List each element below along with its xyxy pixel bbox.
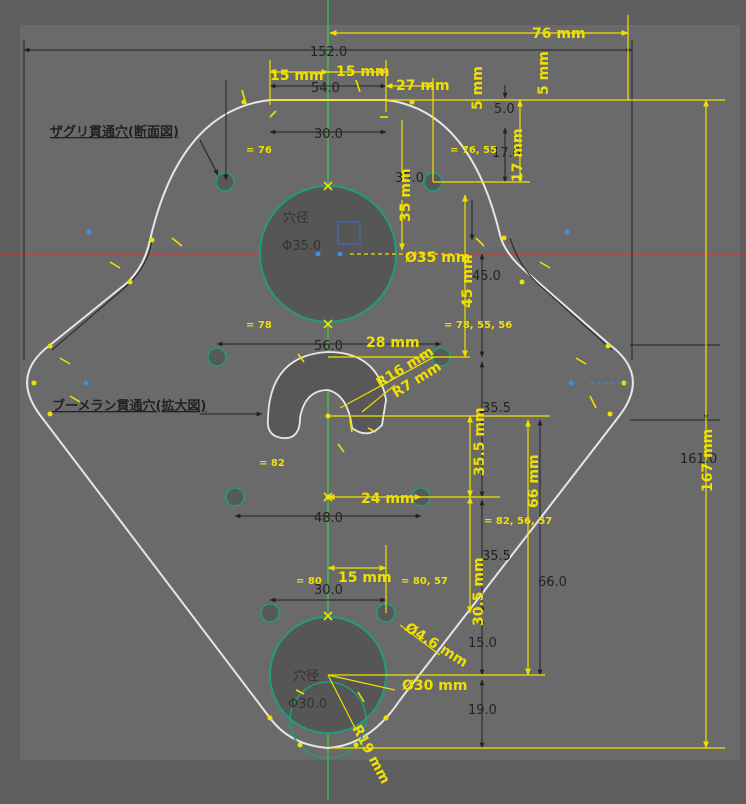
dim-66mm[interactable]: 66 mm — [526, 454, 542, 508]
ref-dim-30-top[interactable]: 30.0 — [314, 127, 343, 142]
ref-dim-48[interactable]: 48.0 — [314, 511, 343, 526]
reference-dimensions[interactable]: 152.0 54.0 30.0 5.0 17.6 35.0 45.0 穴径 Φ3… — [282, 45, 717, 718]
tag-82-56-57[interactable]: = 82, 56, 57 — [484, 516, 552, 527]
ref-dim-54[interactable]: 54.0 — [311, 81, 340, 96]
ref-dim-30-low[interactable]: 30.0 — [314, 583, 343, 598]
note-counterbore[interactable]: ザグリ貫通穴(断面図) — [50, 124, 179, 140]
dim-24mm[interactable]: 24 mm — [361, 491, 415, 507]
ref-dim-hole30[interactable]: Φ30.0 — [288, 697, 327, 712]
driving-dimension-lines — [269, 15, 725, 749]
tag-76[interactable]: = 76 — [246, 145, 272, 156]
ref-dim-15[interactable]: 15.0 — [468, 636, 497, 651]
ref-dim-hole35[interactable]: Φ35.0 — [282, 239, 321, 254]
tag-82[interactable]: = 82 — [259, 458, 285, 469]
blue-points[interactable] — [83, 229, 574, 386]
small-hole[interactable] — [260, 603, 280, 623]
constraint-tags[interactable]: = 76 = 76, 55 = 78 = 78, 55, 56 = 82 = 8… — [246, 145, 552, 587]
ref-dim-17-6[interactable]: 17.6 — [492, 146, 521, 161]
ref-dim-56[interactable]: 56.0 — [314, 339, 343, 354]
dim-45mm[interactable]: 45 mm — [460, 254, 476, 308]
tag-78[interactable]: = 78 — [246, 320, 272, 331]
ref-dim-19[interactable]: 19.0 — [468, 703, 497, 718]
constraint-glyphs — [59, 79, 597, 703]
center-marks — [323, 181, 333, 621]
hole-35[interactable] — [259, 185, 397, 323]
dim-d35[interactable]: Ø35 mm — [405, 250, 470, 266]
tag-80[interactable]: = 80 — [296, 576, 322, 587]
small-hole[interactable] — [215, 172, 235, 192]
dim-15mm-low[interactable]: 15 mm — [338, 570, 392, 586]
tag-76-55[interactable]: = 76, 55 — [450, 145, 497, 156]
ref-dim-161[interactable]: 161.0 — [680, 452, 717, 467]
hole-label-a[interactable]: 穴径 — [283, 211, 309, 226]
dim-d30[interactable]: Ø30 mm — [402, 678, 467, 694]
dim-28mm[interactable]: 28 mm — [366, 335, 420, 351]
ref-dim-35-5-a[interactable]: 35.5 — [482, 401, 511, 416]
ref-dim-35[interactable]: 35.0 — [395, 171, 424, 186]
ref-dim-152[interactable]: 152.0 — [310, 45, 347, 60]
dim-17mm[interactable]: 17 mm — [510, 128, 526, 182]
tag-78-55-56[interactable]: = 78, 55, 56 — [444, 320, 512, 331]
origin-marker — [337, 221, 361, 245]
small-hole[interactable] — [225, 487, 245, 507]
hole-label-b[interactable]: 穴径 — [293, 669, 319, 684]
small-holes[interactable] — [207, 172, 451, 623]
dim-35-5mm[interactable]: 35.5 mm — [472, 407, 488, 476]
driving-dimensions[interactable]: 76 mm 15 mm 15 mm 27 mm 5 mm 5 mm 17 mm … — [270, 26, 716, 787]
dim-76mm[interactable]: 76 mm — [532, 26, 586, 42]
ref-dim-5[interactable]: 5.0 — [494, 102, 515, 117]
ref-dim-66[interactable]: 66.0 — [538, 575, 567, 590]
dim-15mm-b[interactable]: 15 mm — [336, 64, 390, 80]
ref-dim-35-5-b[interactable]: 35.5 — [482, 549, 511, 564]
tag-80-57[interactable]: = 80, 57 — [401, 576, 448, 587]
dim-5mm-b[interactable]: 5 mm — [536, 51, 552, 95]
dim-35mm[interactable]: 35 mm — [398, 168, 414, 222]
dim-167mm[interactable]: 167 mm — [700, 429, 716, 492]
note-boomerang[interactable]: ブーメラン貫通穴(拡大図) — [52, 398, 206, 414]
ref-dim-45[interactable]: 45.0 — [472, 269, 501, 284]
hole-30-inner-arc — [289, 681, 367, 759]
dim-30-5mm[interactable]: 30.5 mm — [471, 557, 487, 626]
offset-profile-left — [51, 239, 153, 351]
dim-27mm[interactable]: 27 mm — [396, 78, 450, 94]
dim-15mm-a[interactable]: 15 mm — [270, 68, 324, 84]
offset-profile-right — [509, 237, 613, 351]
small-hole[interactable] — [207, 347, 227, 367]
dim-5mm-a[interactable]: 5 mm — [470, 66, 486, 110]
